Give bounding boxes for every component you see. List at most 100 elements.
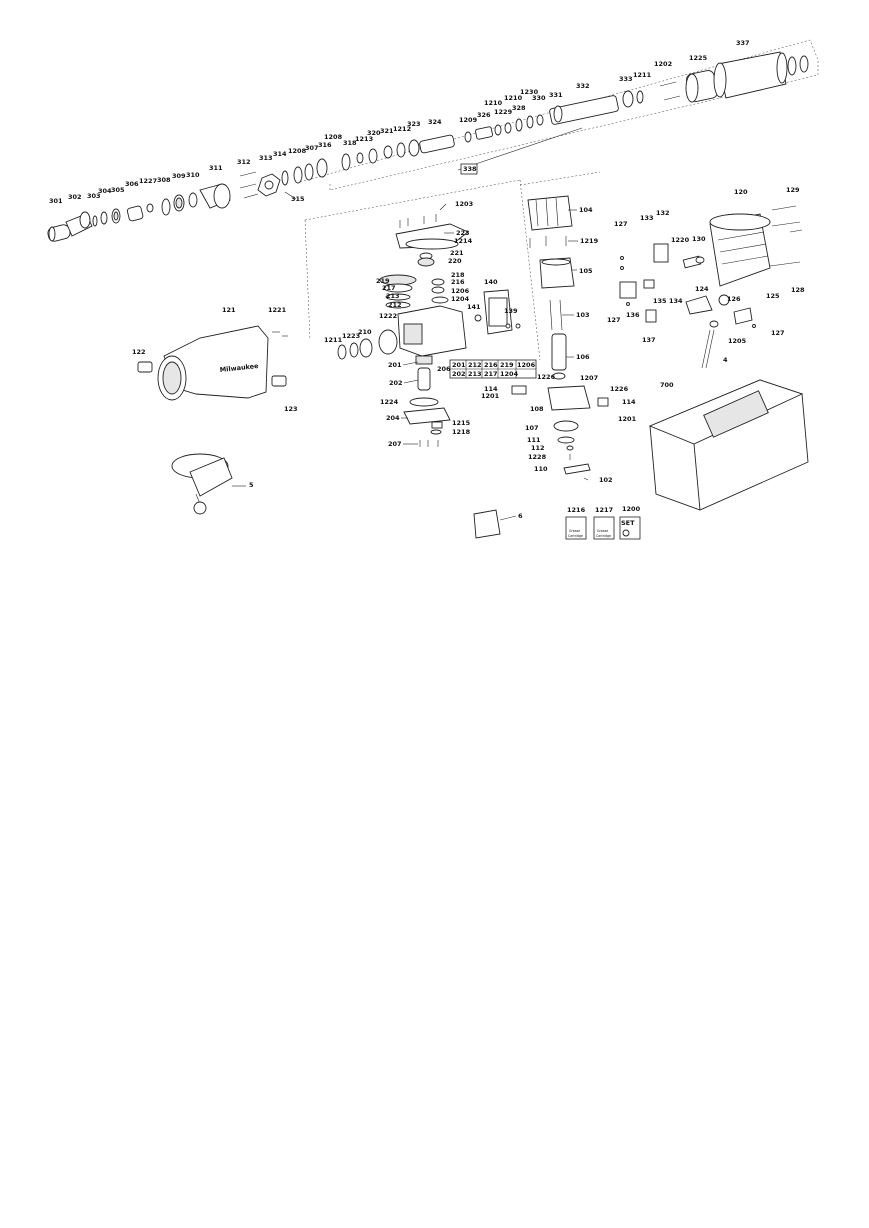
leader-lines [232,191,578,521]
part-label: 333 [619,75,633,83]
part-label: 5 [249,481,254,489]
part-label: 1202 [654,60,672,68]
part-label: 204 [386,414,400,422]
part-label: 321 [380,127,394,135]
part-label: 1200 [622,505,641,513]
part-label: 700 [660,381,674,389]
kit-cell: 213 [468,370,482,378]
part-label: 132 [656,209,670,217]
part-label: 301 [49,197,63,205]
part-label: 103 [576,311,590,319]
part-label: 127 [771,329,785,337]
part-label: 202 [389,379,403,387]
part-label: 210 [358,328,372,336]
kit-cell: 217 [484,370,498,378]
part-label: 310 [186,171,200,179]
part-label: 305 [111,186,125,194]
kit-table: 201 212 216 219 1206 202 213 217 1204 [449,359,537,379]
part-label: 121 [222,306,236,314]
part-label: 1223 [342,332,360,340]
part-label: 1228 [528,453,547,461]
part-label: 126 [727,295,741,303]
part-label: 217 [382,284,396,292]
part-label: 302 [68,193,82,201]
part-label: 141 [467,303,481,311]
part-label: 1206 [451,287,470,295]
side-handle [171,453,233,515]
part-label: 221 [450,249,464,257]
part-label: 314 [273,150,287,158]
kit-cell: 1206 [517,361,536,369]
part-label: 1216 [567,506,586,514]
part-label: 1210 [504,94,523,102]
gear-housing-assembly [337,214,521,447]
callout-labels: 301 302 303 304 305 306 1227 308 309 310… [49,39,805,520]
part-label: 304 [98,187,112,195]
part-label: 1219 [580,237,599,245]
part-label: 6 [518,512,523,520]
kit-cell: 201 [452,361,466,369]
part-label: 1217 [595,506,613,514]
part-label: 1209 [459,116,478,124]
cartridge-line: Grease [569,529,580,533]
part-label: 136 [626,311,640,319]
part-label: 129 [786,186,800,194]
set-text: SET [621,519,635,527]
part-label: 306 [125,180,139,188]
part-label: 313 [259,154,273,162]
part-label: 133 [640,214,654,222]
part-label: 140 [484,278,498,286]
part-label: 1230 [520,88,539,96]
part-label: 212 [388,301,402,309]
part-label: 223 [456,229,470,237]
part-label: 1218 [452,428,471,436]
part-label: 312 [237,158,251,166]
part-label: 135 [653,297,667,305]
motor-assembly [511,195,609,481]
part-label: 1211 [633,71,652,79]
part-label: 1201 [481,392,500,400]
part-label: 130 [692,235,706,243]
part-label: 111 [527,436,541,444]
part-label: 124 [695,285,709,293]
kit-cell: 212 [468,361,482,369]
part-label: 1224 [380,398,399,406]
cartridge-line: Cartridge [596,534,611,538]
part-label: 127 [607,316,621,324]
kit-cell: 1204 [500,370,519,378]
part-label: 311 [209,164,223,172]
part-label: 1210 [484,99,503,107]
part-label: 112 [531,444,545,452]
part-label: 326 [477,111,491,119]
part-label: 1229 [494,108,513,116]
part-label: 4 [723,356,728,364]
carrying-case [648,379,809,511]
part-label: 308 [157,176,171,184]
cartridge-line: Grease [597,529,608,533]
cartridge-line: Cartridge [568,534,583,538]
part-label: 114 [484,385,498,393]
part-label: 104 [579,206,593,214]
part-label: 1221 [268,306,287,314]
kit-cell: 219 [500,361,514,369]
part-label: 127 [614,220,628,228]
part-label: 323 [407,120,421,128]
part-label: 1208 [324,133,343,141]
part-label: 332 [576,82,590,90]
part-label: 123 [284,405,298,413]
part-label: 1208 [288,147,307,155]
part-label: 315 [291,195,305,203]
part-label: 106 [576,353,590,361]
part-label: 1203 [455,200,473,208]
part-label: 137 [642,336,656,344]
part-label: 201 [388,361,402,369]
part-label: 1213 [355,135,373,143]
part-label: 337 [736,39,750,47]
part-label: 220 [448,257,462,265]
part-label: 320 [367,129,381,137]
section-outlines [299,39,819,361]
part-label: 1215 [452,419,471,427]
part-label: 128 [791,286,805,294]
rear-handle: Milwaukee [137,325,288,401]
